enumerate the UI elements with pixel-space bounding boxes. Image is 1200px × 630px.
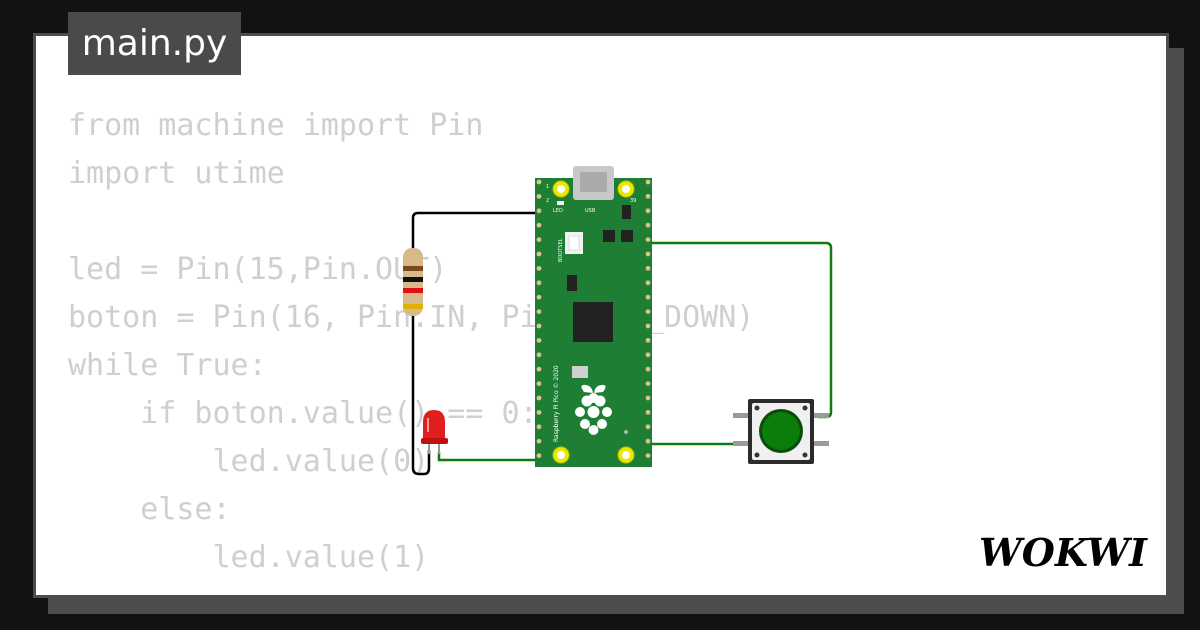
code-line: while True: [68,348,267,383]
file-tab[interactable]: main.py [68,12,241,75]
header-pin[interactable] [645,194,651,199]
header-pin[interactable] [645,208,651,214]
header-pin[interactable] [536,309,542,314]
header-pin[interactable] [645,179,651,185]
header-pin[interactable] [536,266,542,271]
led-red[interactable] [421,410,448,454]
code-line: led.value(0) [68,444,430,479]
header-pin[interactable] [645,309,651,314]
header-pin[interactable] [645,438,651,444]
header-pin[interactable] [536,194,542,199]
code-line: import utime [68,156,285,191]
wire-green [437,452,544,462]
header-pin[interactable] [645,352,651,358]
code-line: from machine import Pin [68,108,484,143]
header-pin[interactable] [536,424,542,430]
header-pin[interactable] [645,294,651,300]
header-pin[interactable] [645,381,651,386]
header-pin[interactable] [536,395,542,401]
header-pin[interactable] [536,179,542,185]
header-pin[interactable] [536,280,542,286]
led-label: LED [553,208,563,214]
header-pin[interactable] [536,352,542,358]
header-pin[interactable] [645,251,651,257]
code-line: else: [68,492,231,527]
header-pin[interactable] [645,237,651,243]
pin-39-label: 39 [630,198,636,204]
raspberry-pi-logo-icon [575,384,612,435]
header-pin[interactable] [645,266,651,271]
header-pin[interactable] [536,222,542,228]
header-pin[interactable] [645,338,651,343]
header-pin[interactable] [536,438,542,444]
header-pin[interactable] [645,323,651,329]
header-pin[interactable] [536,251,542,257]
header-pin[interactable] [536,208,542,214]
header-pin[interactable] [645,280,651,286]
pin-2-label: 2 [546,198,549,204]
pushbutton[interactable] [733,399,829,464]
bootsel-label: BOOTSEL [558,238,564,262]
rp2040-chip [573,302,613,342]
header-pin[interactable] [645,222,651,228]
board-model-text: Raspberry Pi Pico © 2020 [553,365,560,442]
code-line: led.value(1) [68,540,430,575]
wire-black [411,312,431,476]
wire-green [641,241,833,419]
wokwi-logo: WOKWI [979,530,1148,575]
header-pins-left [536,179,542,458]
header-pin[interactable] [645,410,651,415]
resistor[interactable] [403,248,423,316]
pin-1-label: 1 [546,184,549,190]
header-pin[interactable] [645,424,651,430]
header-pins-right [645,179,651,458]
usb-label: USB [585,208,596,214]
wokwi-logo-text: WOKWI [979,530,1148,575]
header-pin[interactable] [536,338,542,343]
wire-black [411,211,544,252]
header-pin[interactable] [645,453,651,458]
raspberry-pi-pico[interactable]: 1 2 39 LED USB BOOTSEL Raspberry Pi Pico… [535,166,652,467]
header-pin[interactable] [536,453,542,458]
header-pin[interactable] [645,395,651,401]
header-pin[interactable] [536,381,542,386]
code-line: led = Pin(15,Pin.OUT) [68,252,448,287]
header-pin[interactable] [536,323,542,329]
code-line: if boton.value() == 0: [68,396,538,431]
header-pin[interactable] [536,410,542,415]
header-pin[interactable] [645,366,651,372]
header-pin[interactable] [536,366,542,372]
header-pin[interactable] [536,294,542,300]
header-pin[interactable] [536,237,542,243]
